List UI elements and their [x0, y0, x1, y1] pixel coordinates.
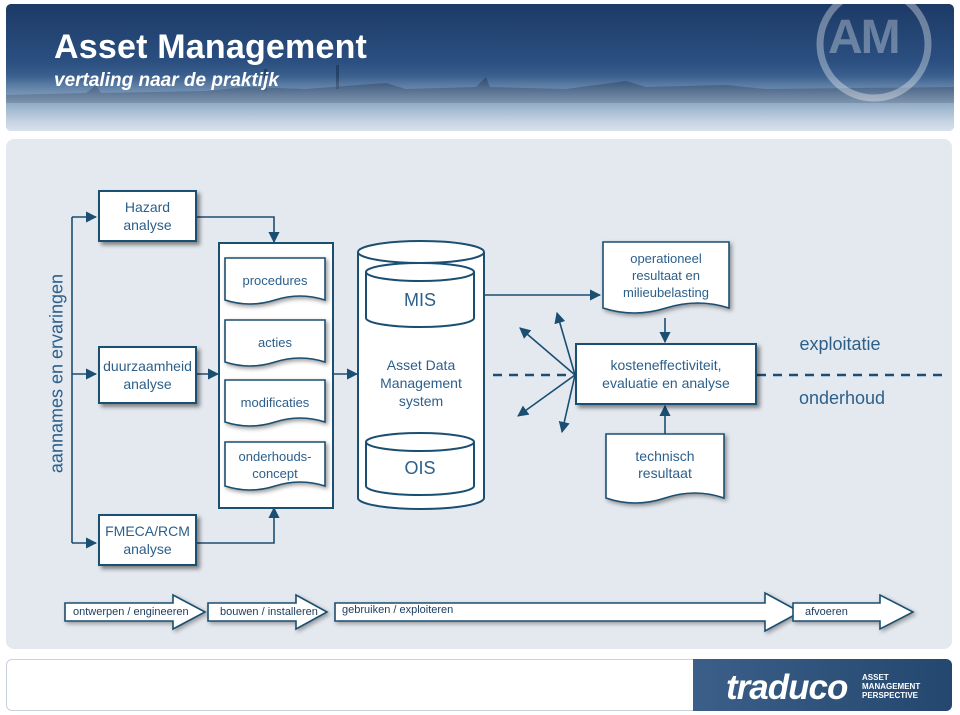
- db-mis-label: MIS: [403, 290, 436, 310]
- doc-operationeel: operationeel resultaat en milieubelastin…: [602, 241, 730, 318]
- brand-sub-1: ASSET: [862, 673, 889, 682]
- page-subtitle: vertaling naar de praktijk: [54, 70, 279, 91]
- kosteneffectiviteit-box: kosteneffectiviteit, evaluatie en analys…: [575, 343, 757, 405]
- stage-label-gebruiken: gebruiken / exploiteren: [342, 604, 454, 616]
- doc-onderhoudsconcept-label: onderhouds- concept: [238, 449, 312, 481]
- stage-label-afvoeren: afvoeren: [805, 606, 848, 618]
- label-exploitatie: exploitatie: [799, 334, 881, 354]
- label-onderhoud: onderhoud: [798, 388, 886, 408]
- footer-logo-area: [693, 659, 952, 711]
- db-ois-label: OIS: [404, 458, 436, 478]
- header-banner: [6, 4, 954, 131]
- header-glow: [6, 76, 954, 131]
- doc-procedures: procedures: [224, 257, 326, 308]
- duurzaamheid-analyse-label: duurzaamheid analyse: [103, 358, 192, 392]
- stage-label-bouwen: bouwen / installeren: [220, 606, 318, 618]
- page-title: Asset Management: [54, 28, 368, 66]
- hazard-analyse-label: Hazard analyse: [123, 199, 172, 233]
- duurzaamheid-analyse-box: duurzaamheid analyse: [98, 346, 197, 404]
- hazard-analyse-box: Hazard analyse: [98, 190, 197, 242]
- brand-logo-text: traduco: [726, 668, 848, 707]
- brand-sub-2: MANAGEMENT: [862, 682, 921, 691]
- doc-technisch: technisch resultaat: [605, 433, 725, 508]
- doc-onderhoudsconcept: onderhouds- concept: [224, 441, 326, 494]
- am-logo-icon: [816, 0, 932, 102]
- doc-technisch-label: technisch resultaat: [635, 448, 695, 481]
- doc-operationeel-label: operationeel resultaat en milieubelastin…: [623, 250, 709, 300]
- brand-subtitle: ASSET MANAGEMENT PERSPECTIVE: [862, 673, 920, 700]
- db-adms-label: Asset Data Management system: [380, 357, 462, 409]
- fmeca-analyse-label: FMECA/RCM analyse: [105, 523, 190, 557]
- stage-arrow-bouwen: [207, 593, 329, 631]
- stage-arrow-afvoeren: [792, 593, 915, 631]
- brand-sub-3: PERSPECTIVE: [862, 691, 919, 700]
- stage-label-ontwerpen: ontwerpen / engineeren: [73, 606, 189, 618]
- stage-arrow-ontwerpen: [64, 593, 207, 631]
- kosteneffectiviteit-label: kosteneffectiviteit, evaluatie en analys…: [602, 357, 730, 391]
- doc-modificaties-label: modificaties: [240, 394, 310, 410]
- doc-procedures-label: procedures: [242, 272, 308, 288]
- fmeca-analyse-box: FMECA/RCM analyse: [98, 514, 197, 566]
- am-logo-text: AM: [828, 11, 901, 64]
- doc-acties: acties: [224, 319, 326, 370]
- stage-arrow-gebruiken: [334, 591, 802, 633]
- doc-acties-label: acties: [258, 334, 292, 350]
- doc-modificaties: modificaties: [224, 379, 326, 430]
